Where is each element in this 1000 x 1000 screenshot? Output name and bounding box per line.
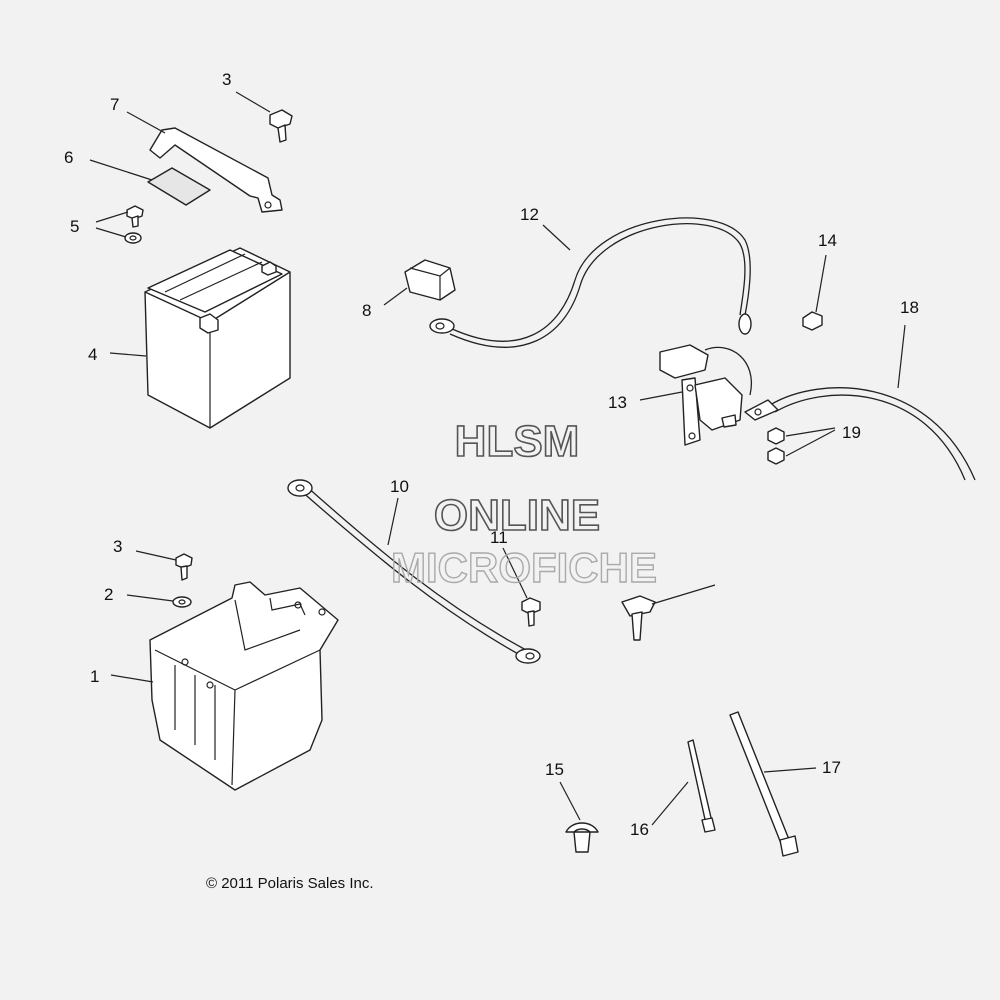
callout-15: 16 [630, 820, 649, 839]
leader-lines [89, 91, 906, 826]
part-cable-long [429, 217, 752, 348]
part-clip [621, 595, 656, 641]
callout-labels: 3 7 6 5 4 8 12 14 18 13 19 10 11 3 2 1 1… [64, 70, 919, 839]
watermark-line2: ONLINE [434, 491, 600, 540]
part-hold-down-strap [149, 127, 283, 213]
copyright-text: © 2011 Polaris Sales Inc. [206, 875, 374, 892]
part-cable-short [287, 479, 541, 664]
part-washer [172, 596, 192, 608]
callout-5: 5 [70, 217, 79, 236]
callout-3-top: 3 [222, 70, 231, 89]
callout-9: 10 [390, 477, 409, 496]
part-terminal-cover [404, 259, 456, 301]
callout-1: 1 [90, 667, 99, 686]
callout-6: 6 [64, 148, 73, 167]
part-bolt-lower [175, 553, 193, 581]
callout-3-lower: 3 [113, 537, 122, 556]
part-bolt-center [521, 597, 541, 627]
callout-2: 2 [104, 585, 113, 604]
callout-18: 19 [842, 423, 861, 442]
callout-10: 11 [490, 528, 508, 547]
callout-11: 12 [520, 205, 539, 224]
callout-13: 14 [818, 231, 837, 250]
watermark-line3: MICROFICHE [391, 544, 657, 591]
part-battery [144, 247, 291, 429]
part-push-rivet [565, 822, 599, 853]
part-bolt-right [802, 311, 823, 331]
callout-7: 7 [110, 95, 119, 114]
watermark: HLSM ONLINE MICROFICHE [390, 416, 657, 592]
part-decal [147, 167, 211, 206]
part-cable-right [744, 387, 976, 481]
part-nuts [767, 427, 785, 465]
part-bolt-washer [124, 205, 144, 244]
callout-16: 17 [822, 758, 841, 777]
callout-12: 13 [608, 393, 627, 412]
part-cable-tie-large [729, 711, 799, 857]
part-bolt-top [269, 109, 293, 143]
part-battery-box [149, 581, 339, 791]
part-cable-tie-small [687, 739, 716, 833]
part-solenoid [659, 344, 753, 446]
callout-17: 18 [900, 298, 919, 317]
callout-14: 15 [545, 760, 564, 779]
callout-8: 8 [362, 301, 371, 320]
callout-4: 4 [88, 345, 97, 364]
watermark-line1: HLSM [455, 417, 580, 466]
